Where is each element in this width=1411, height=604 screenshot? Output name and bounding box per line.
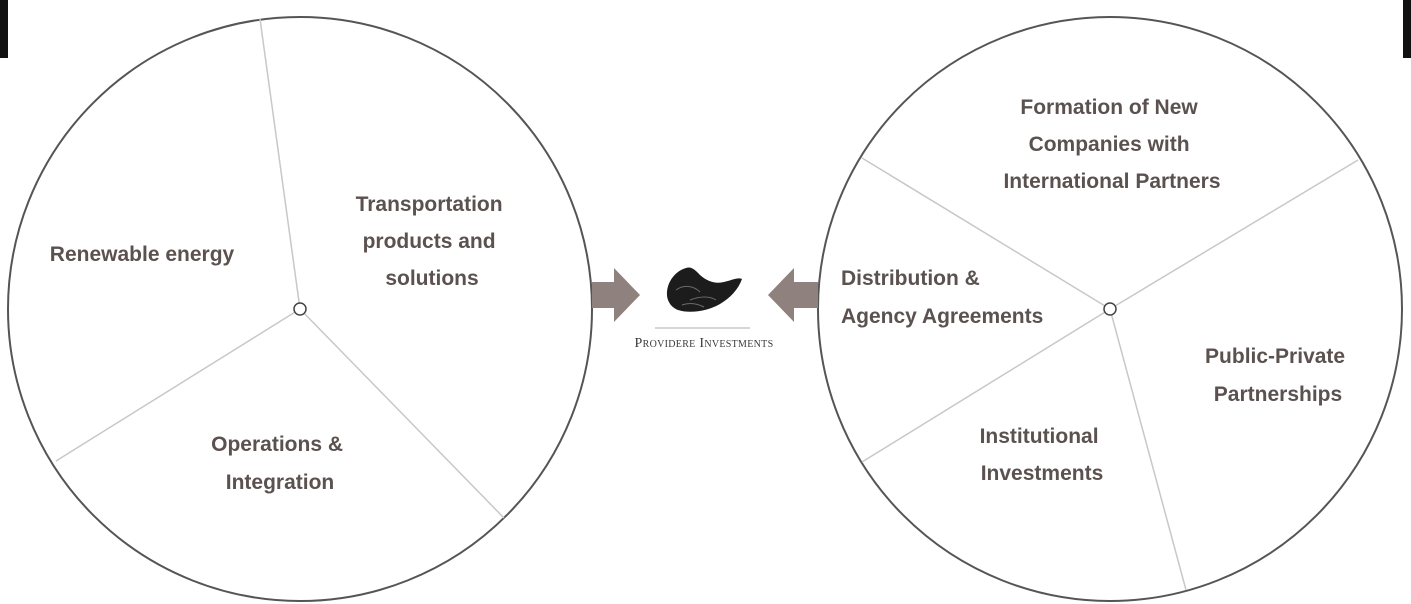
label-line: Integration bbox=[226, 471, 335, 494]
segment-label-renewable-energy: Renewable energy bbox=[50, 243, 235, 266]
left-divider-lower-left bbox=[55, 308, 301, 462]
providere-logo-icon bbox=[655, 267, 750, 329]
right-circle-group: Formation of New Companies with Internat… bbox=[817, 16, 1403, 602]
segment-label-distribution: Distribution & Agency Agreements bbox=[841, 267, 1043, 328]
label-line: Public-Private bbox=[1205, 345, 1345, 368]
label-line: Formation of New bbox=[1020, 96, 1198, 119]
label-line: Partnerships bbox=[1214, 383, 1342, 406]
label-line: Agency Agreements bbox=[841, 305, 1043, 328]
label-line: Institutional bbox=[980, 425, 1099, 448]
label-line: solutions bbox=[385, 267, 478, 290]
label-line: Renewable energy bbox=[50, 243, 235, 266]
left-divider-top bbox=[259, 18, 301, 310]
label-line: Distribution & bbox=[841, 267, 980, 290]
arrow-right-icon bbox=[592, 268, 640, 322]
left-divider-lower-right bbox=[299, 308, 505, 519]
segment-label-institutional: Institutional Investments bbox=[980, 425, 1105, 485]
label-line: products and bbox=[363, 230, 496, 253]
label-line: International Partners bbox=[1003, 170, 1220, 193]
left-center-node bbox=[293, 302, 307, 316]
corner-bar-right bbox=[1403, 0, 1411, 58]
left-circle-group: Renewable energy Transportation products… bbox=[7, 16, 593, 602]
segment-label-operations: Operations & Integration bbox=[211, 433, 349, 494]
company-name: Providere Investments bbox=[634, 336, 774, 351]
segment-label-public-private: Public-Private Partnerships bbox=[1205, 345, 1351, 406]
label-line: Companies with bbox=[1029, 133, 1190, 156]
right-divider-lower-left bbox=[861, 308, 1111, 463]
arrow-left-icon bbox=[768, 268, 818, 322]
label-line: Investments bbox=[981, 462, 1104, 485]
right-center-node bbox=[1103, 302, 1117, 316]
segment-label-formation: Formation of New Companies with Internat… bbox=[1003, 96, 1220, 193]
corner-bar-left bbox=[0, 0, 8, 58]
label-line: Transportation bbox=[356, 193, 503, 216]
segment-label-transportation: Transportation products and solutions bbox=[356, 193, 509, 290]
right-divider-upper-right bbox=[1109, 159, 1359, 310]
right-divider-bottom bbox=[1109, 308, 1187, 591]
right-divider-upper-left bbox=[861, 157, 1111, 310]
label-line: Operations & bbox=[211, 433, 343, 456]
